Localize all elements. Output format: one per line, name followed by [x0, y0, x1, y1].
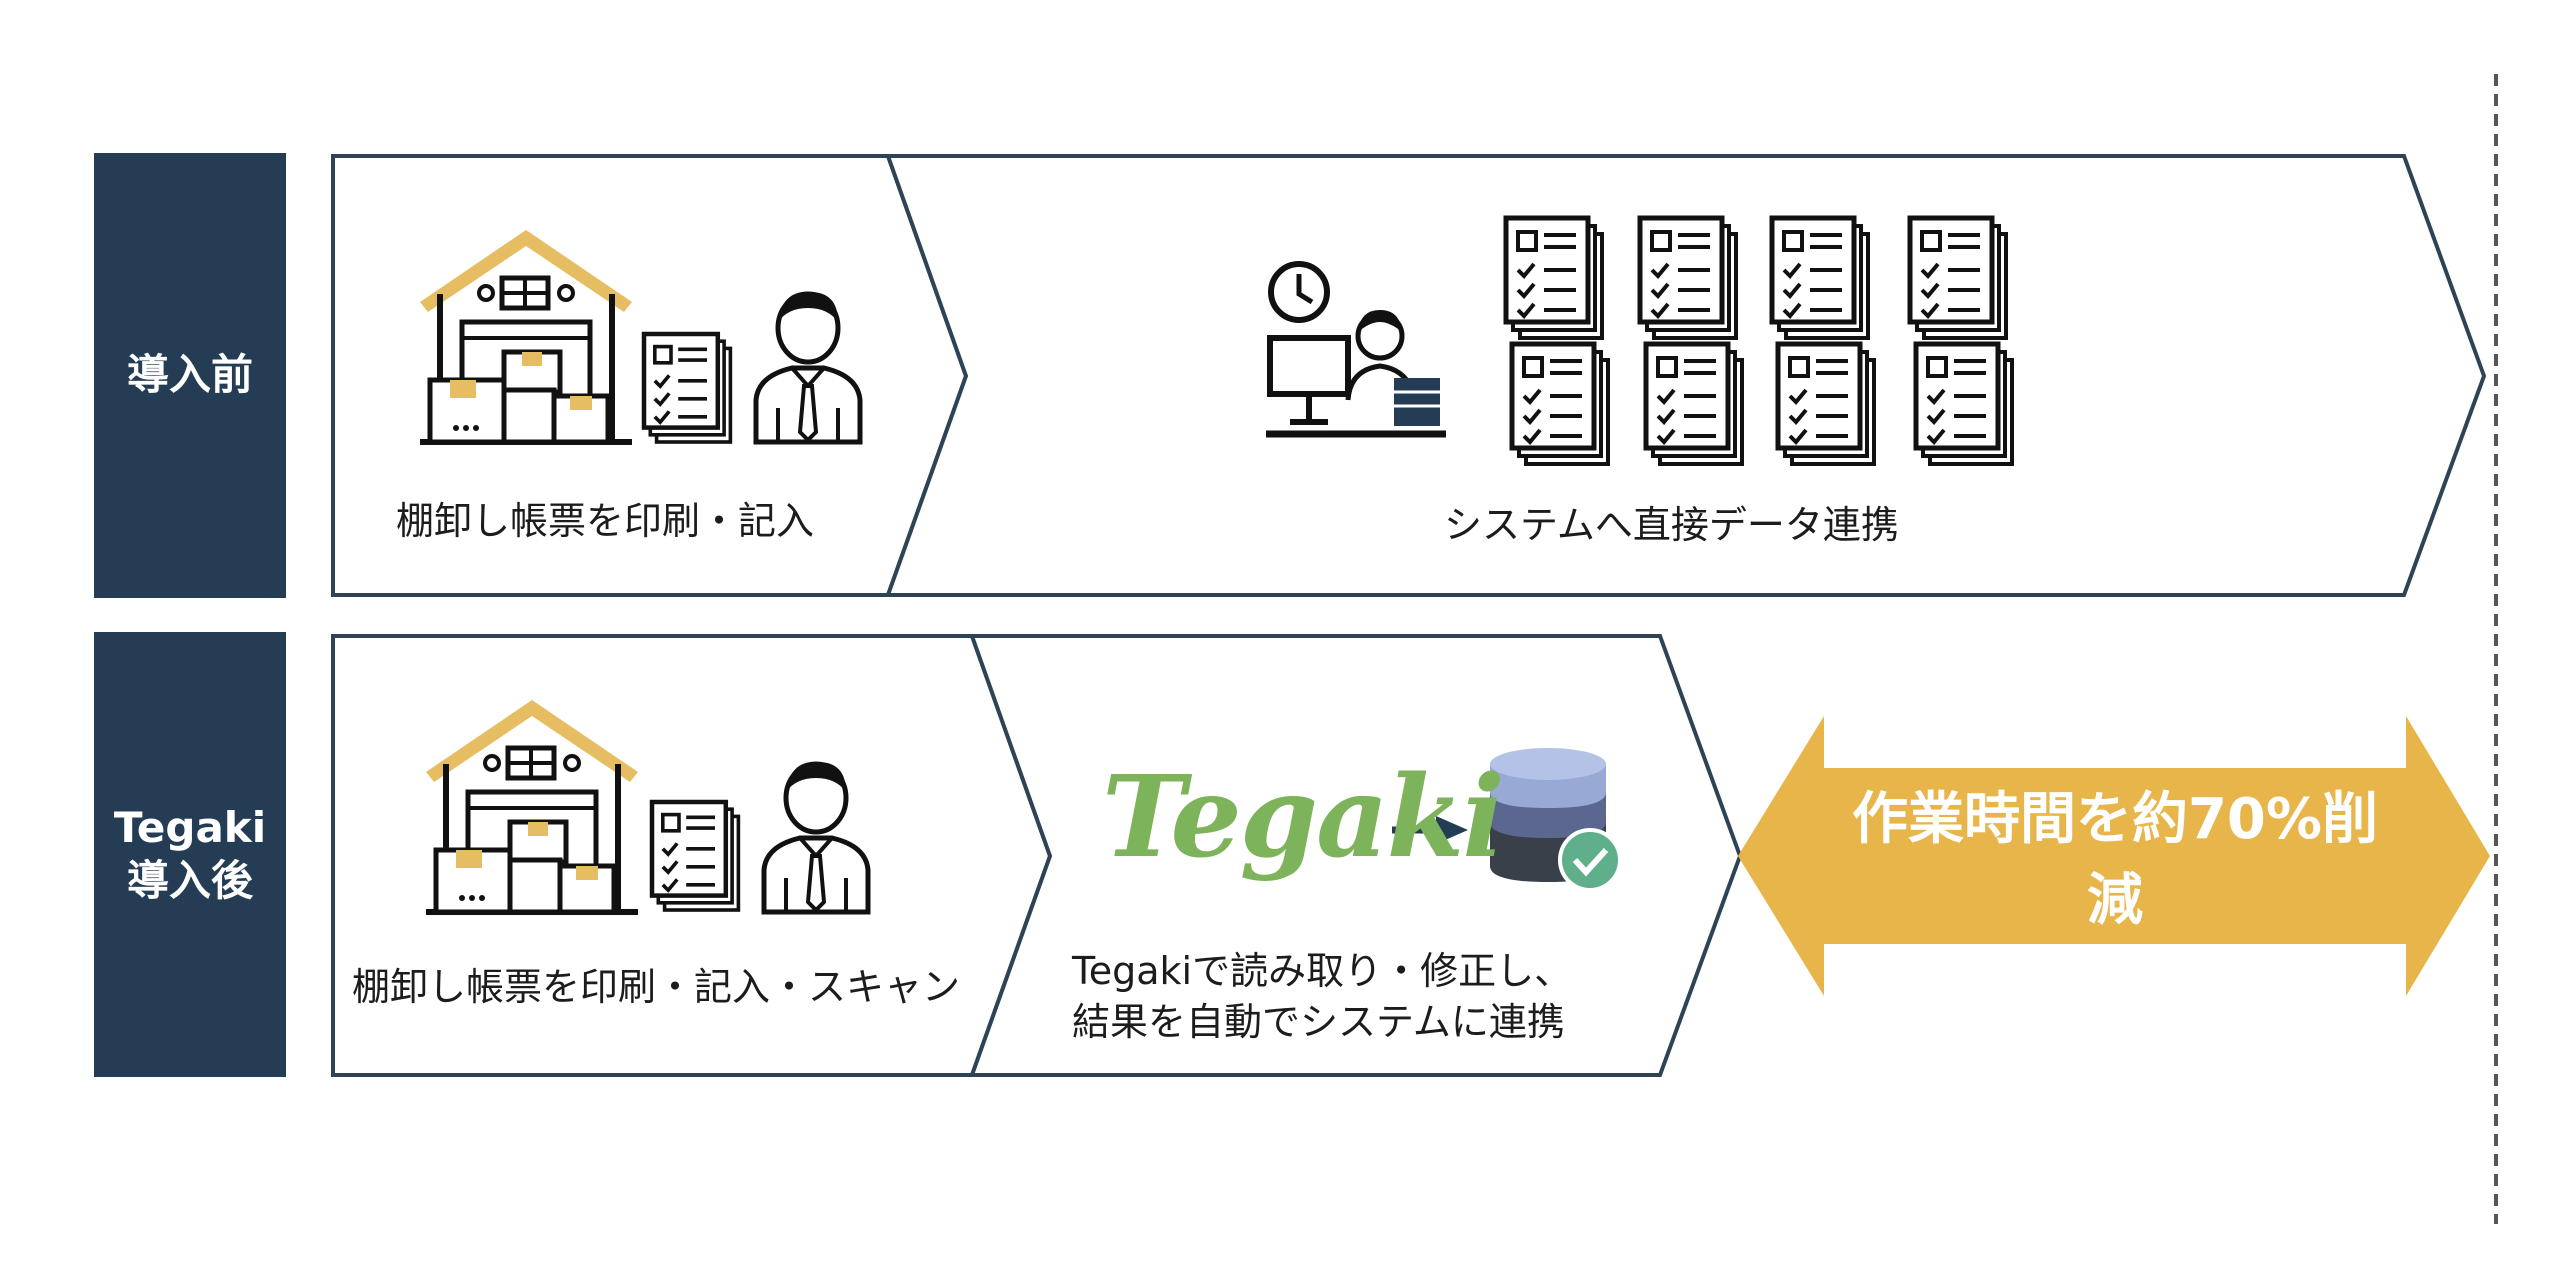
before-step2-caption: システムへ直接データ連携: [1444, 503, 1899, 547]
document-stack-icon: [652, 802, 738, 910]
before-step1-caption: 棚卸し帳票を印刷・記入: [396, 499, 815, 543]
after-step1-caption: 棚卸し帳票を印刷・記入・スキャン: [352, 965, 961, 1009]
document-stack-icon: [1772, 218, 1868, 338]
document-stack-icon: [1512, 344, 1608, 464]
after-label: Tegaki 導入後: [94, 632, 286, 1077]
document-stack-icon: [1910, 218, 2006, 338]
savings-text: 作業時間を約70%削減: [1851, 787, 2379, 933]
savings-arrow: [1738, 716, 2490, 996]
tegaki-logo: Tegaki: [1102, 752, 1505, 883]
document-stack-icon: [1916, 344, 2012, 464]
worker-at-computer-icon: [1266, 310, 1446, 438]
document-stack-icon: [1778, 344, 1874, 464]
arrow-right-icon: [1392, 816, 1468, 844]
document-stack-icon: [1506, 218, 1602, 338]
clock-icon: [1268, 261, 1330, 323]
after-step2-caption: Tegakiで読み取り・修正し、 結果を自動でシステムに連携: [1072, 949, 1573, 1045]
document-stack-icon: [644, 334, 730, 442]
after-step2-chevron: [969, 634, 1743, 1077]
document-stack-icon: [1640, 218, 1736, 338]
database-check-icon: [1490, 748, 1622, 892]
before-label: 導入前: [94, 153, 286, 598]
document-stack-icon: [1646, 344, 1742, 464]
